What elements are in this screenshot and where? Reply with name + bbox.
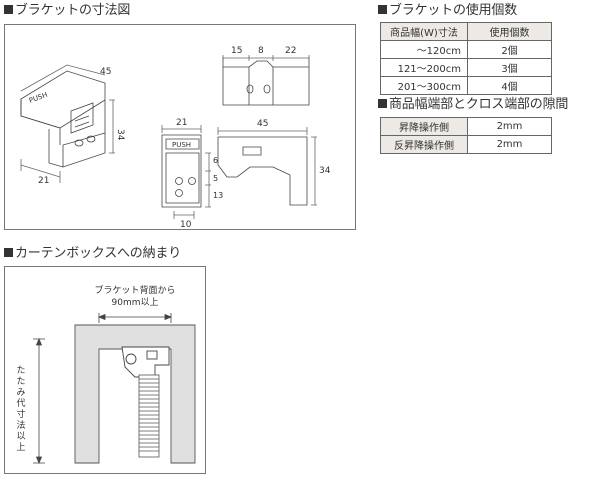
svg-text:上: 上: [16, 442, 25, 453]
top-mid-dim-label: 8: [258, 46, 264, 56]
gap-table: 昇降操作側 2mm 反昇降操作側 2mm: [380, 117, 552, 154]
usage-table: 商品幅(W)寸法 使用個数 ～120cm 2個 121～200cm 3個 201…: [380, 22, 552, 95]
usage-header-width: 商品幅(W)寸法: [380, 22, 468, 41]
square-bullet-icon: [378, 5, 387, 14]
top-right-dim-label: 22: [285, 46, 296, 56]
table-row: 反昇降操作側 2mm: [380, 135, 552, 154]
front-bottom-dim-label: 10: [180, 220, 192, 229]
svg-text:寸: 寸: [16, 408, 25, 420]
front-dim-6-label: 6: [213, 156, 218, 165]
curtain-box-section-title: カーテンボックスへの納まり: [4, 246, 181, 262]
bracket-dimension-diagram: 45 34 21 PUSH 15 8 22 21 PUSH 6 5 13 10 …: [20, 46, 331, 230]
bellows-shape: [138, 374, 160, 458]
curtain-box-panel: ブラケット背面から 90mm以上 た た み 代 寸 法 以 上: [4, 266, 206, 474]
gap-label-cell: 昇降操作側: [380, 117, 468, 136]
iso-width-label: 45: [100, 67, 111, 77]
svg-text:以: 以: [16, 432, 25, 442]
usage-table-header-row: 商品幅(W)寸法 使用個数: [380, 22, 552, 41]
usage-width-cell: ～120cm: [380, 40, 468, 59]
table-row: ～120cm 2個: [380, 40, 552, 59]
svg-text:法: 法: [16, 419, 25, 431]
gap-value-cell: 2mm: [467, 117, 552, 136]
iso-bracket-body: [48, 100, 106, 168]
gap-value-cell: 2mm: [467, 135, 552, 154]
curtain-box-diagram: ブラケット背面から 90mm以上 た た み 代 寸 法 以 上: [16, 284, 196, 465]
bracket-shape: [121, 346, 170, 378]
usage-header-count: 使用個数: [467, 22, 552, 41]
side-width-label: 45: [257, 119, 268, 129]
vertical-dimension-label: た た み 代 寸 法 以 上: [16, 365, 25, 453]
dimensions-section-title: ブラケットの寸法図: [4, 3, 130, 19]
usage-section-title: ブラケットの使用個数: [378, 3, 517, 19]
svg-text:た: た: [16, 376, 25, 387]
usage-count-cell: 4個: [467, 76, 552, 95]
iso-depth-label: 21: [38, 176, 49, 186]
top-left-dim-label: 15: [231, 46, 242, 56]
svg-text:た: た: [16, 365, 25, 376]
side-height-label: 34: [319, 166, 331, 176]
usage-width-cell: 201～300cm: [380, 76, 468, 95]
usage-count-cell: 2個: [467, 40, 552, 59]
square-bullet-icon: [4, 248, 13, 257]
front-dim-5-label: 5: [213, 174, 218, 183]
front-dim-13-label: 13: [213, 191, 223, 200]
square-bullet-icon: [4, 5, 13, 14]
front-width-label: 21: [176, 118, 187, 128]
dimensions-panel: 45 34 21 PUSH 15 8 22 21 PUSH 6 5 13 10 …: [4, 24, 356, 230]
curtain-box-frame: [74, 324, 196, 464]
svg-text:み: み: [16, 387, 25, 398]
bracket-clearance-label-line1: ブラケット背面から: [94, 284, 175, 296]
square-bullet-icon: [378, 99, 387, 108]
iso-height-label: 34: [115, 129, 125, 141]
gap-section-title: 商品幅端部とクロス端部の隙間: [378, 97, 568, 113]
front-push-label: PUSH: [172, 141, 191, 149]
usage-width-cell: 121～200cm: [380, 58, 468, 77]
table-row: 121～200cm 3個: [380, 58, 552, 77]
table-row: 201～300cm 4個: [380, 76, 552, 95]
gap-label-cell: 反昇降操作側: [380, 135, 468, 154]
table-row: 昇降操作側 2mm: [380, 117, 552, 136]
bracket-clearance-label-line2: 90mm以上: [112, 297, 159, 308]
svg-text:代: 代: [16, 398, 25, 409]
usage-count-cell: 3個: [467, 58, 552, 77]
